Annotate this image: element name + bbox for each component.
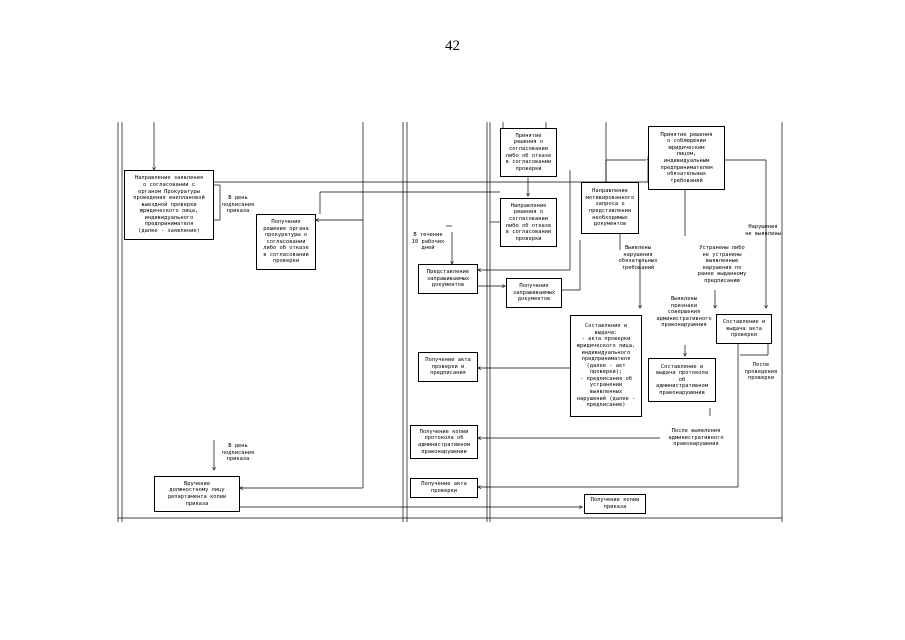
box-prinyatie-resheniya-soblyudenie: Принятие решения о соблюдении юридически… (648, 126, 725, 190)
box-poluchenie-dokumentov: Получение запрашиваемых документов (506, 278, 562, 308)
box-prinyatie-resheniya-soglasovanie: Принятие решения о согласовании либо об … (500, 128, 557, 177)
note-v-den-podpisaniya-prikaza-2: В день подписания приказа (221, 443, 255, 463)
box-predstavlenie-dokumentov: Представление запрашиваемых документов (418, 264, 478, 294)
box-poluchenie-kopii-prikaza: Получение копии приказа (584, 494, 646, 514)
note-posle-vyyavleniya-pravonarusheniya: После выявления административного правон… (668, 428, 724, 448)
box-motivirovannyy-zapros: Направление мотивированного запроса о пр… (581, 182, 639, 234)
box-zayavlenie-soglasovanie: Направление заявления о согласовании с о… (124, 170, 214, 240)
box-poluchenie-resheniya-prokuratury: Получение решения органа прокуратуры о с… (256, 214, 316, 270)
box-protokol-vydacha: Составление и выдача протокола об админи… (648, 358, 716, 402)
box-poluchenie-akta-proverki: Получение акта проверки (410, 478, 478, 498)
note-10-rabochih-dney: В течение 10 рабочих дней (411, 232, 445, 252)
box-poluchenie-akta-predpisaniya: Получение акта проверки и предписания (418, 352, 478, 382)
note-narusheniya-ne-vyyavleny: Нарушения не выявлены (745, 224, 781, 237)
note-ustraneny-narusheniya: Устранены либо не устранены выявленные н… (697, 245, 747, 284)
note-posle-provedeniya-proverki: После проведения проверки (744, 362, 778, 382)
box-akt-proverki-vydacha: Составление и выдача акта проверки (716, 314, 772, 344)
box-napravlenie-resheniya: Направление решения о согласовании либо … (500, 198, 557, 247)
note-vyyavleny-narusheniya: Выявлены нарушения обязательных требован… (618, 245, 658, 271)
page-number: 42 (445, 38, 460, 54)
box-vruchenie-kopii-prikaza: Вручение должностному лицу департамента … (154, 476, 240, 512)
box-poluchenie-kopii-protokola: Получение копии протокола об администрат… (410, 425, 478, 459)
note-v-den-podpisaniya-prikaza-1: В день подписания приказа (221, 195, 255, 215)
note-priznaki-pravonarusheniya: Выявлены признаки совершения администрат… (656, 296, 712, 329)
box-akt-predpisanie-vydacha: Составление и выдача: - акта проверки юр… (570, 315, 642, 417)
